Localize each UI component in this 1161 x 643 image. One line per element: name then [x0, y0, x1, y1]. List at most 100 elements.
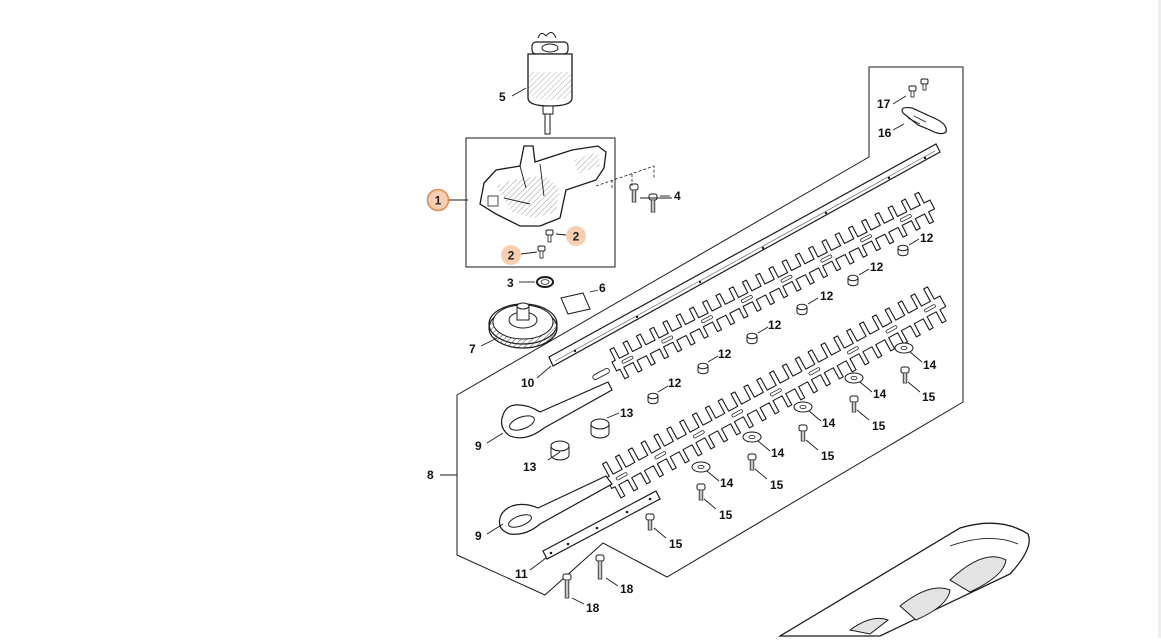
- lower-blade-body-slot: [654, 451, 667, 460]
- callout-1: 1: [435, 194, 442, 208]
- gearbox-assembly-frame: [465, 137, 616, 268]
- washer-part-14-2: [844, 372, 864, 384]
- spacer-part-12-1: [897, 244, 909, 257]
- spacer-group: [550, 244, 909, 461]
- leader-lines: [440, 87, 907, 571]
- callout-12-e[interactable]: 12: [718, 347, 732, 361]
- gearbox-housing-icon: [479, 145, 655, 227]
- callout-labels: 5 4 3 6 7 8 9 9 10 11 12 12 12 12 12 12 …: [427, 90, 937, 615]
- lower-cutter-blade: [601, 286, 947, 499]
- electric-motor-icon: [527, 32, 573, 135]
- callout-15-f[interactable]: 15: [669, 537, 683, 551]
- lower-blade-body-slot: [808, 367, 821, 376]
- guide-plate-part-11: [542, 490, 661, 560]
- screw-part-15-2: [849, 395, 859, 413]
- washer-part-14-3: [793, 401, 813, 413]
- callout-2-a-badge: [566, 226, 586, 246]
- callout-14-a[interactable]: 14: [923, 358, 937, 372]
- callout-13-a[interactable]: 13: [620, 406, 634, 420]
- callout-15-c[interactable]: 15: [821, 449, 835, 463]
- callout-18-b[interactable]: 18: [586, 601, 600, 615]
- callout-14-b[interactable]: 14: [873, 387, 887, 401]
- screw-part-4-b: [648, 193, 658, 213]
- callout-15-a[interactable]: 15: [922, 390, 936, 404]
- lower-blade-body-slot: [615, 472, 628, 481]
- callout-12-c[interactable]: 12: [820, 289, 834, 303]
- callout-14-e[interactable]: 14: [720, 476, 734, 490]
- callout-15-b[interactable]: 15: [872, 419, 886, 433]
- spacer-part-12-4: [746, 332, 758, 345]
- callout-16[interactable]: 16: [878, 126, 892, 140]
- callout-3[interactable]: 3: [507, 276, 514, 290]
- lower-blade-body-slot: [692, 430, 705, 439]
- callout-13-b[interactable]: 13: [523, 460, 537, 474]
- screw-group: [562, 183, 910, 599]
- callout-1-ring: [426, 188, 450, 212]
- callout-9-lower[interactable]: 9: [475, 529, 482, 543]
- callout-6[interactable]: 6: [599, 281, 606, 295]
- upper-blade-body-slot: [740, 295, 753, 303]
- callout-2-b-badge: [501, 245, 521, 265]
- cutter-bar-part-10: [548, 143, 941, 367]
- screw-part-17-a: [908, 85, 917, 98]
- leader-lines-repeated: [547, 197, 923, 605]
- screw-part-15-1: [900, 366, 910, 384]
- callout-12-b[interactable]: 12: [870, 260, 884, 274]
- callout-2-a: 2: [573, 230, 580, 244]
- screw-part-2-b: [537, 245, 546, 259]
- callout-17[interactable]: 17: [877, 97, 891, 111]
- callout-14-d[interactable]: 14: [771, 446, 785, 460]
- callout-9-upper[interactable]: 9: [475, 439, 482, 453]
- callout-18-a[interactable]: 18: [620, 582, 634, 596]
- blade-arm-upper-part-9: [500, 367, 613, 439]
- blade-guard-clip-part-16: [901, 106, 947, 135]
- washer-part-14-5: [691, 461, 711, 473]
- lower-blade-body-slot: [885, 325, 898, 334]
- callout-2-b: 2: [508, 249, 515, 263]
- lower-blade-body-slot: [770, 388, 782, 397]
- screw-part-15-6: [645, 513, 655, 531]
- screw-part-15-5: [696, 483, 706, 501]
- callout-12-a[interactable]: 12: [920, 231, 934, 245]
- callout-4[interactable]: 4: [674, 189, 681, 203]
- viewport-scroll-edge: [1158, 0, 1161, 638]
- callout-2-b-highlighted[interactable]: 2: [501, 245, 521, 265]
- screw-part-17-b: [920, 78, 929, 91]
- spacer-part-12-5: [697, 362, 709, 375]
- washer-part-14-1: [894, 342, 914, 354]
- screw-part-18-a: [595, 554, 605, 580]
- callout-10[interactable]: 10: [521, 376, 535, 390]
- callout-1-highlighted[interactable]: 1: [426, 188, 450, 212]
- callout-12-f[interactable]: 12: [668, 376, 682, 390]
- washer-group: [691, 342, 914, 473]
- screw-part-15-4: [747, 453, 757, 471]
- callout-11[interactable]: 11: [515, 567, 528, 581]
- upper-blade-body-slot: [621, 355, 634, 364]
- lower-blade-body-slot: [847, 346, 859, 355]
- callout-15-e[interactable]: 15: [719, 508, 733, 522]
- callout-14-c[interactable]: 14: [822, 416, 836, 430]
- callout-8[interactable]: 8: [427, 468, 434, 482]
- upper-blade-body-slot: [661, 335, 674, 344]
- upper-cutter-blade: [609, 191, 936, 380]
- upper-blade-body-slot: [820, 254, 833, 263]
- lower-blade-body-slot: [731, 409, 744, 418]
- circlip-part-3: [536, 276, 554, 288]
- screw-part-15-3: [798, 424, 808, 442]
- callout-15-d[interactable]: 15: [770, 478, 784, 492]
- callout-5[interactable]: 5: [499, 90, 506, 104]
- spur-gear-icon: [488, 302, 558, 349]
- spacer-part-13-a: [590, 418, 610, 439]
- callout-2-a-highlighted[interactable]: 2: [566, 226, 586, 246]
- screw-part-2-a: [545, 229, 554, 243]
- blade-arm-lower-part-9: [498, 475, 613, 535]
- callout-12-d[interactable]: 12: [768, 318, 782, 332]
- callout-7[interactable]: 7: [469, 342, 476, 356]
- upper-blade-body: [609, 191, 936, 380]
- screw-part-4-a: [629, 183, 639, 203]
- upper-blade-body-slot: [899, 214, 912, 222]
- washer-part-14-4: [742, 431, 762, 443]
- upper-blade-body-slot: [701, 315, 713, 324]
- lower-blade-body-slot: [924, 304, 936, 313]
